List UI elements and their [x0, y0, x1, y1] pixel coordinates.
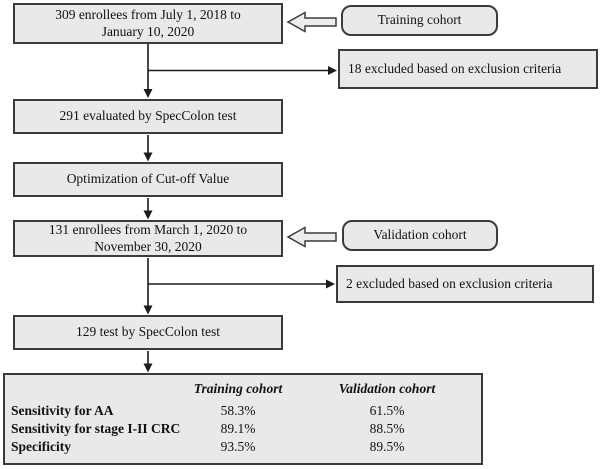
value-sensitivity-aa-validation: 61.5% — [369, 403, 405, 418]
arrowhead-down-3 — [143, 210, 153, 220]
value-sensitivity-crc-training: 89.1% — [220, 421, 256, 436]
row-label-sensitivity-aa: Sensitivity for AA — [11, 403, 114, 418]
block-arrow-left-training — [286, 11, 337, 33]
block-arrow-left-validation — [286, 226, 337, 248]
training-cohort-label: Training cohort — [377, 12, 462, 28]
results-header-row: Training cohort Validation cohort — [11, 378, 481, 400]
evaluated-box: 291 evaluated by SpecColon test — [13, 99, 283, 134]
training-enrollees-box: 309 enrollees from July 1, 2018 to Janua… — [13, 3, 283, 44]
table-row: Sensitivity for stage I-II CRC 89.1% 88.… — [11, 420, 481, 438]
results-header-training: Training cohort — [193, 381, 283, 396]
validation-cohort-label-box: Validation cohort — [342, 220, 498, 251]
value-sensitivity-crc-validation: 88.5% — [369, 421, 405, 436]
arrowhead-down-4 — [143, 305, 153, 315]
results-table: Training cohort Validation cohort Sensit… — [3, 373, 483, 465]
training-excluded-text: 18 excluded based on exclusion criteria — [348, 60, 562, 76]
validation-excluded-box: 2 excluded based on exclusion criteria — [336, 265, 594, 303]
optimization-box: Optimization of Cut-off Value — [13, 162, 283, 197]
arrowhead-right-2 — [326, 279, 335, 289]
row-label-specificity: Specificity — [11, 439, 71, 454]
evaluated-text: 291 evaluated by SpecColon test — [59, 108, 237, 124]
validation-excluded-text: 2 excluded based on exclusion criteria — [346, 275, 553, 291]
training-enrollees-line1: 309 enrollees from July 1, 2018 to — [55, 6, 241, 22]
training-cohort-label-box: Training cohort — [341, 5, 498, 36]
validation-enrollees-line2: November 30, 2020 — [94, 238, 202, 254]
validation-enrollees-box: 131 enrollees from March 1, 2020 to Nove… — [13, 220, 283, 257]
results-header-validation: Validation cohort — [338, 381, 436, 396]
tested-text: 129 test by SpecColon test — [76, 324, 220, 340]
validation-cohort-label: Validation cohort — [373, 227, 467, 243]
table-row: Sensitivity for AA 58.3% 61.5% — [11, 402, 481, 420]
arrowhead-down-2 — [143, 152, 153, 162]
optimization-text: Optimization of Cut-off Value — [66, 171, 230, 187]
tested-box: 129 test by SpecColon test — [13, 315, 283, 350]
arrowhead-down-5 — [143, 363, 153, 373]
validation-enrollees-line1: 131 enrollees from March 1, 2020 to — [48, 221, 248, 237]
value-specificity-training: 93.5% — [220, 439, 256, 454]
row-label-sensitivity-crc: Sensitivity for stage I-II CRC — [11, 421, 181, 436]
value-sensitivity-aa-training: 58.3% — [220, 403, 256, 418]
table-row: Specificity 93.5% 89.5% — [11, 438, 481, 456]
value-specificity-validation: 89.5% — [369, 439, 405, 454]
arrowhead-right-1 — [328, 66, 337, 75]
arrowhead-down-1 — [143, 89, 153, 98]
training-excluded-box: 18 excluded based on exclusion criteria — [338, 49, 598, 89]
training-enrollees-line2: January 10, 2020 — [101, 23, 195, 39]
